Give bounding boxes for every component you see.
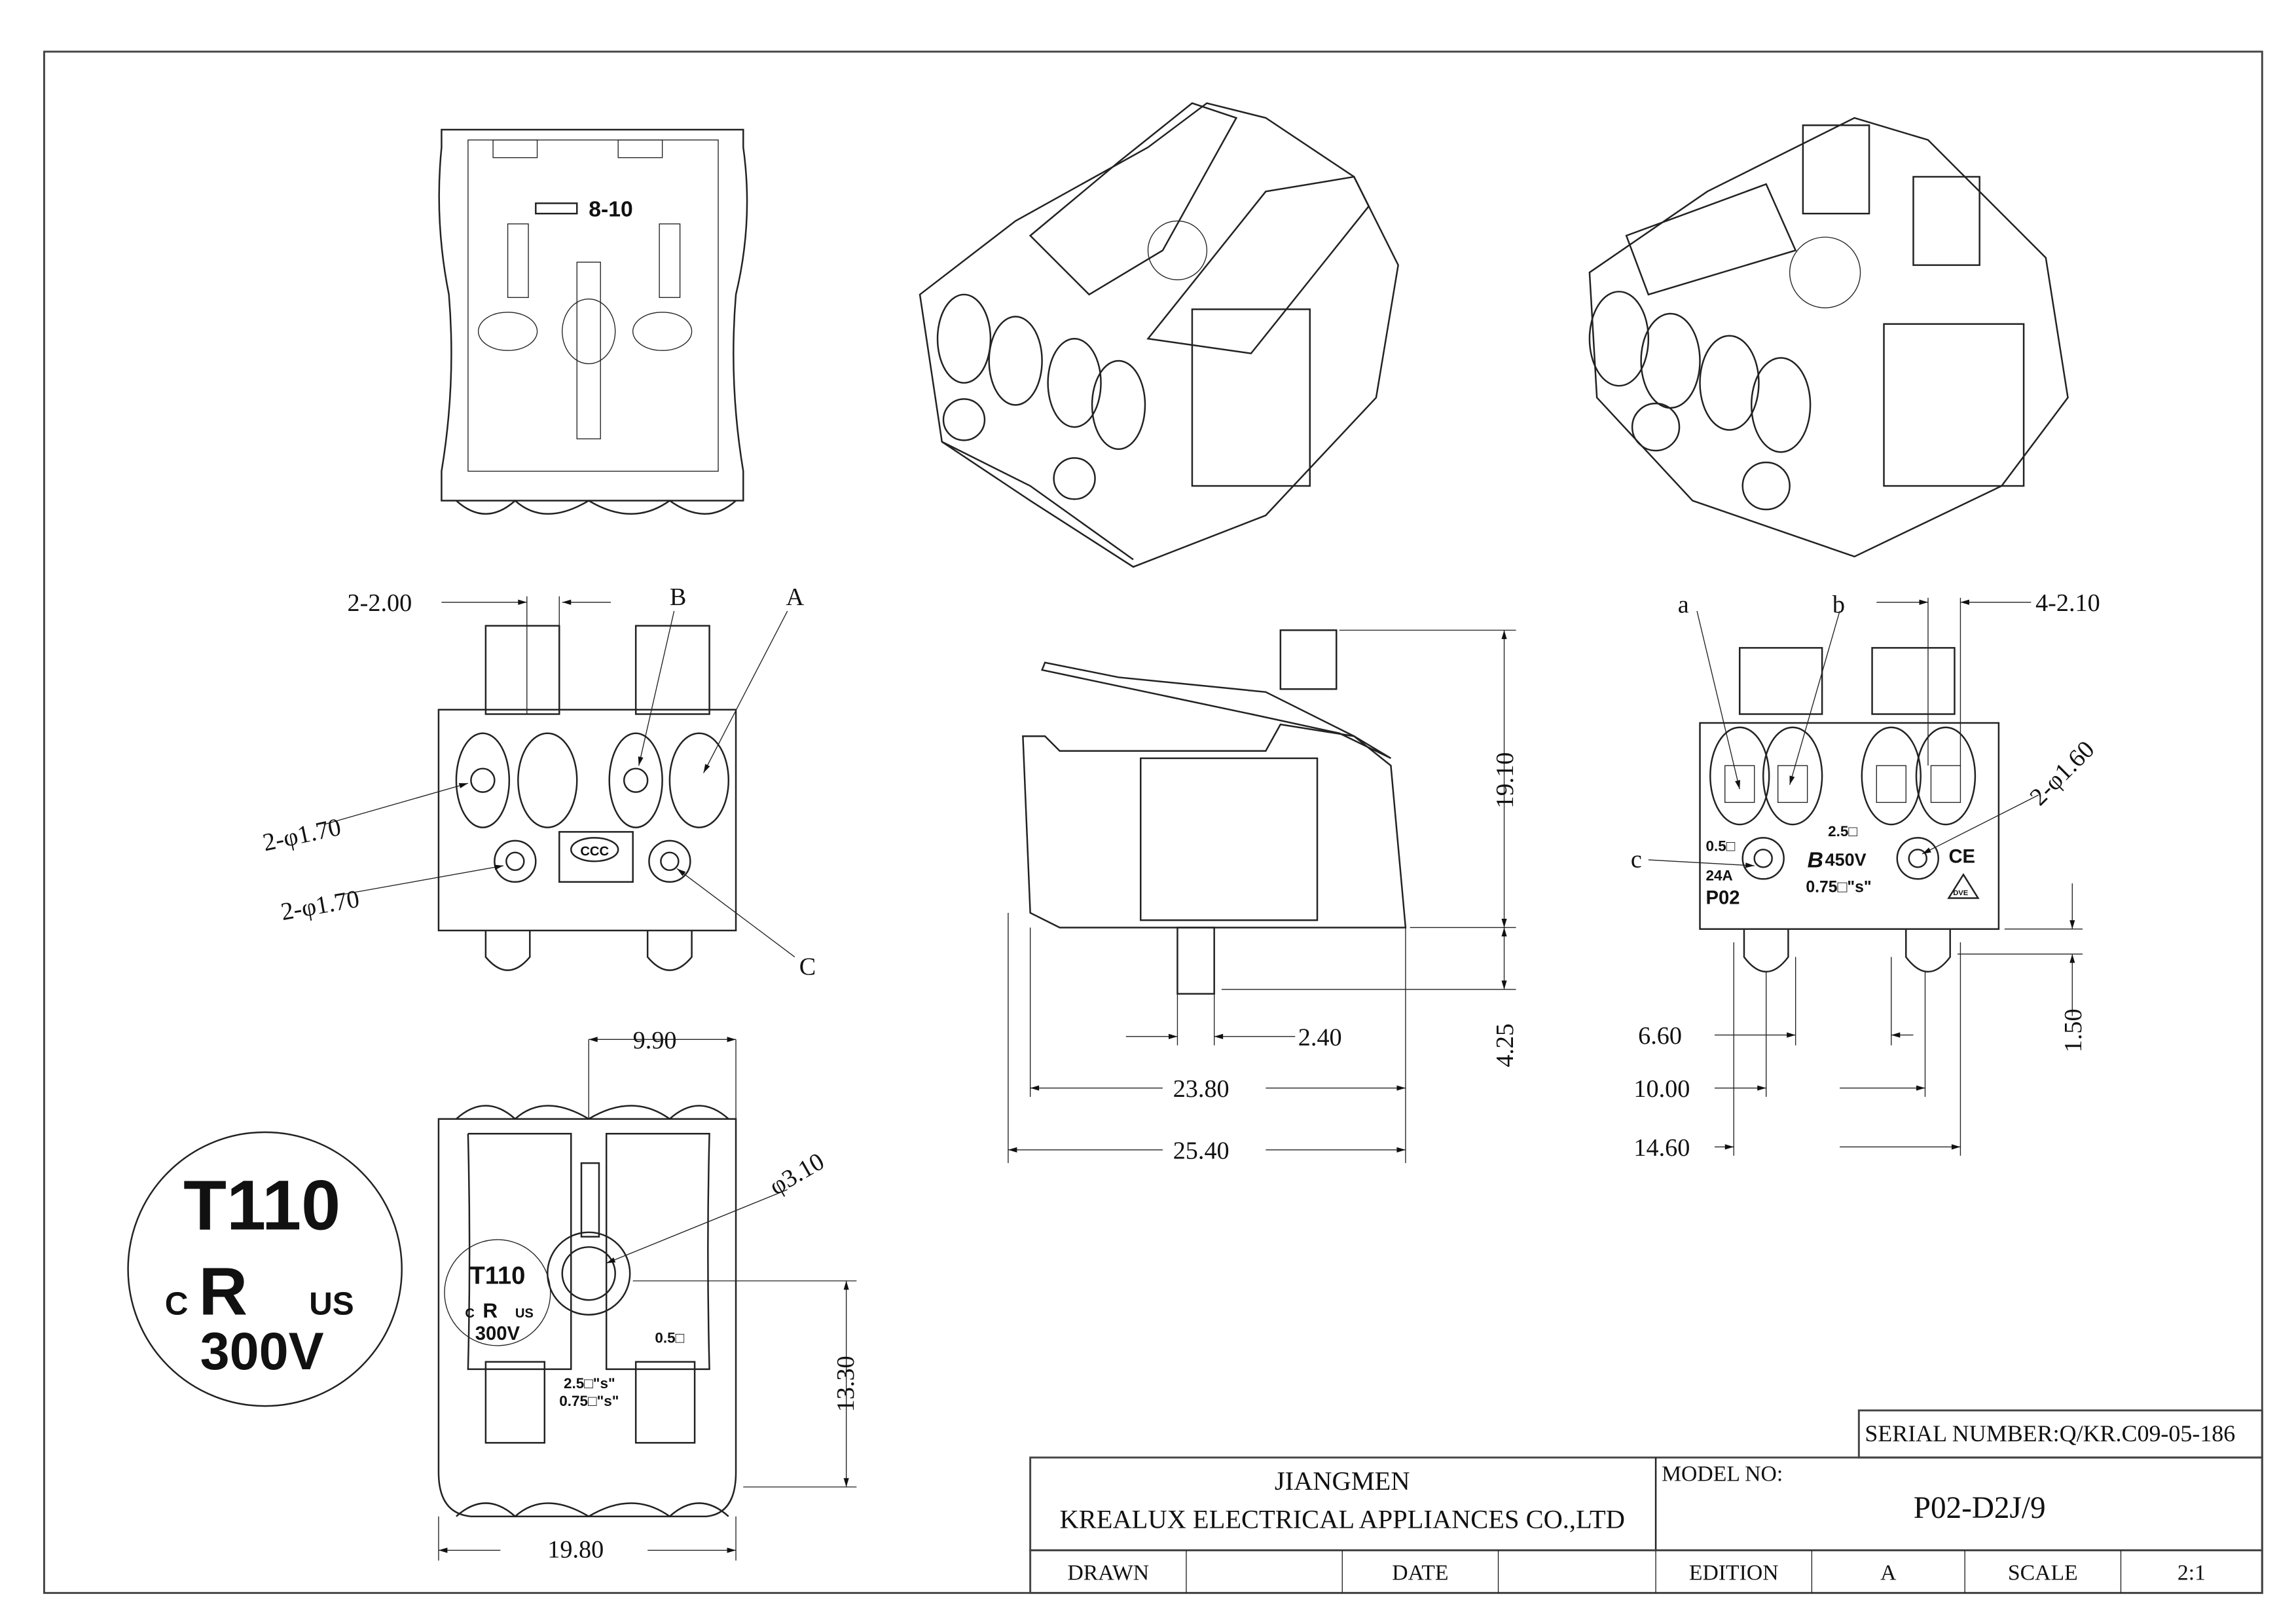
marking-size-a: 2.5□"s": [564, 1375, 615, 1392]
dim-pin-width: 2.40: [1298, 1024, 1342, 1051]
edition-value: A: [1880, 1560, 1897, 1585]
ul-logo: R: [483, 1299, 498, 1322]
callout-a-lower: a: [1678, 591, 1689, 618]
dim-side-height: 19.10: [1491, 752, 1519, 809]
isometric-view-right: [1588, 117, 2069, 558]
front-view: CCC 2-2.00 B A 2-φ1.70 2-φ1.70 C: [261, 583, 816, 980]
marking-small-size: 0.5□: [655, 1329, 684, 1346]
dim-hole-upper: 2-φ1.70: [261, 813, 344, 857]
drawn-label: DRAWN: [1067, 1560, 1149, 1585]
scale-label: SCALE: [2008, 1560, 2078, 1585]
dim-inner-pitch: 6.60: [1638, 1022, 1682, 1050]
end-marking-model: P02: [1706, 888, 1740, 909]
dim-body-length: 23.80: [1173, 1075, 1230, 1103]
date-label: DATE: [1392, 1560, 1448, 1585]
callout-b-lower: b: [1832, 591, 1845, 618]
vde-lightning-logo: B: [1808, 847, 1823, 872]
end-marking-large-size: 2.5□: [1828, 823, 1857, 840]
detail-circle: T110 C R US 300V: [127, 1131, 403, 1407]
dim-lower-height: 4.25: [1491, 1024, 1519, 1067]
dim-hole-dia-end: 2-φ1.60: [2025, 735, 2100, 811]
title-block: SERIAL NUMBER:Q/KR.C09-05-186 JIANGMEN K…: [1029, 1409, 2263, 1595]
side-view: 19.10 4.25 2.40 23.80 25.40: [1008, 629, 1519, 1164]
marking-300v: 300V: [475, 1323, 520, 1344]
dim-overall-width: 19.80: [547, 1536, 604, 1564]
detail-t110: T110: [183, 1165, 340, 1244]
detail-us: US: [309, 1286, 354, 1322]
dim-overall-length: 25.40: [1173, 1137, 1230, 1164]
detail-300v: 300V: [200, 1322, 324, 1381]
wire-strip-label: 8-10: [589, 197, 633, 222]
sheet-border: [43, 50, 2263, 1595]
detail-c: C: [165, 1286, 189, 1322]
marking-t110: T110: [469, 1262, 525, 1290]
dim-hole-dia: φ3.10: [765, 1148, 829, 1201]
dim-pin-height: 1.50: [2060, 1008, 2087, 1052]
marking-size-b: 0.75□"s": [559, 1393, 619, 1409]
dim-slot-width: 2-2.00: [348, 589, 412, 617]
edition-label: EDITION: [1689, 1560, 1779, 1585]
dim-overall-width-end: 14.60: [1633, 1134, 1690, 1162]
scale-value: 2:1: [2178, 1560, 2206, 1585]
dim-hole-lower: 2-φ1.70: [279, 885, 361, 926]
serial-number: SERIAL NUMBER:Q/KR.C09-05-186: [1865, 1420, 2235, 1447]
dim-pin-pitch: 10.00: [1633, 1075, 1690, 1103]
callout-c-lower: c: [1631, 845, 1642, 873]
model-label: MODEL NO:: [1662, 1462, 1783, 1486]
dim-top-width: 9.90: [633, 1027, 677, 1054]
callout-a: A: [786, 583, 804, 611]
callout-b: B: [670, 583, 686, 611]
model-value: P02-D2J/9: [1914, 1491, 2046, 1525]
detail-ul-logo: R: [198, 1253, 247, 1329]
marking-us: US: [515, 1306, 534, 1321]
callout-c: C: [799, 953, 816, 980]
vde-mark: DVE: [1953, 889, 1969, 897]
company-line1: JIANGMEN: [1275, 1466, 1410, 1496]
isometric-view-left: [919, 102, 1399, 568]
end-marking-current: 24A: [1706, 868, 1733, 884]
company-line2: KREALUX ELECTRICAL APPLIANCES CO.,LTD: [1060, 1505, 1625, 1534]
bottom-view: T110 C R US 300V 0.5□ 2.5□"s" 0.75□"s" 9…: [437, 1027, 860, 1564]
end-marking-voltage: 450V: [1825, 850, 1867, 870]
end-marking-size-s: 0.75□"s": [1806, 879, 1871, 896]
marking-c: C: [465, 1306, 475, 1321]
end-marking-small-size: 0.5□: [1706, 838, 1736, 855]
dim-height: 13.30: [832, 1356, 860, 1412]
ce-mark: CE: [1948, 847, 1975, 868]
end-view: 0.5□ 2.5□ B 450V 24A P02 0.75□"s" CE DVE…: [1631, 589, 2100, 1162]
top-view: 8-10: [438, 128, 748, 515]
ccc-logo: CCC: [580, 844, 609, 858]
dim-slot-width-end: 4-2.10: [2035, 589, 2100, 617]
